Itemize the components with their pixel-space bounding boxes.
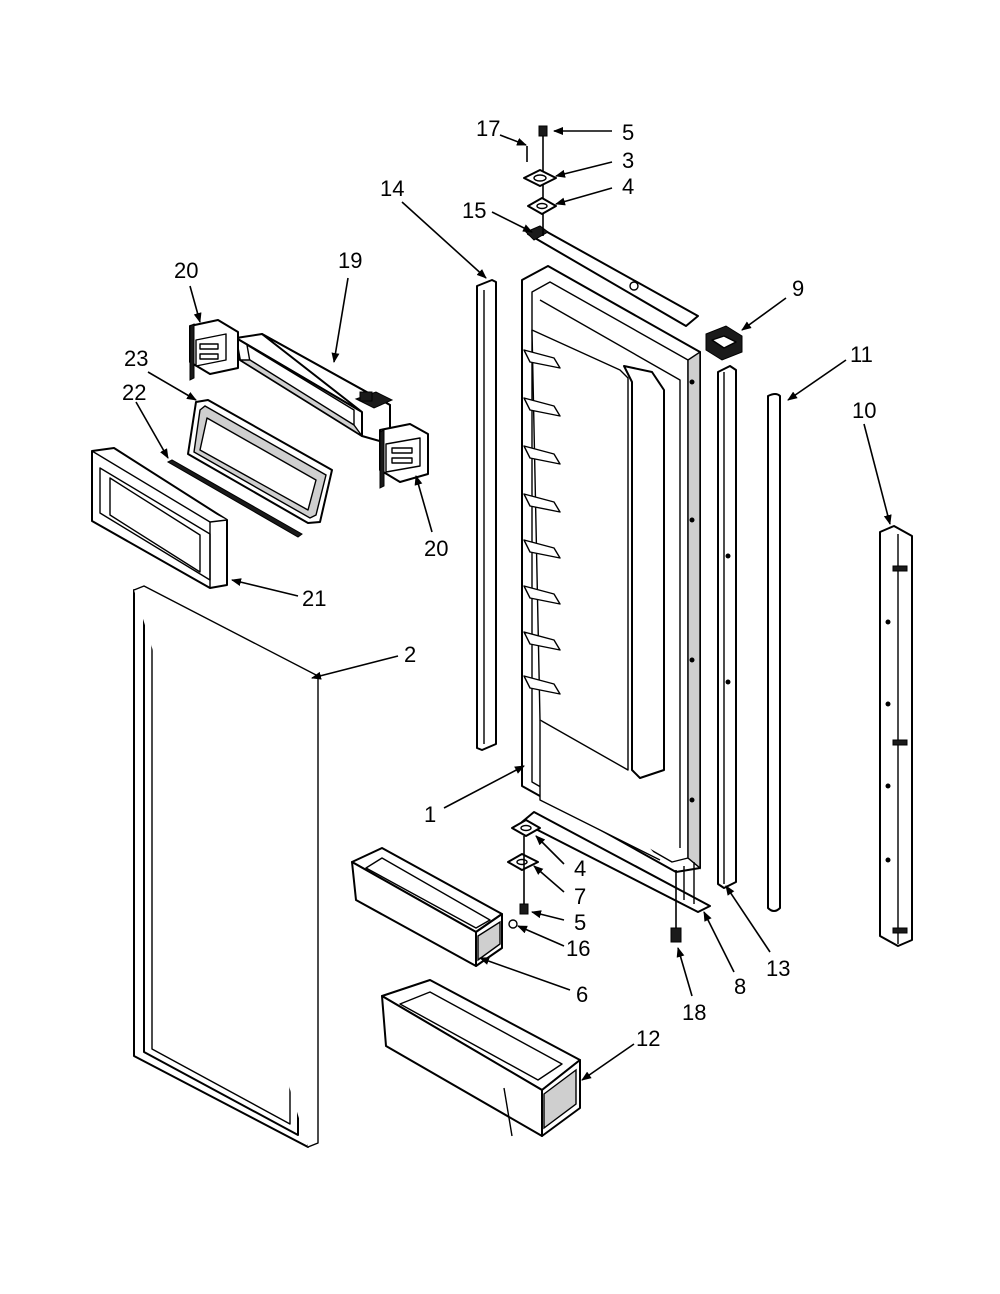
seal-strip-part-22	[166, 459, 303, 538]
frame-part-23	[187, 399, 333, 524]
label-4-top: 4	[622, 174, 634, 199]
top-hinge-hardware	[523, 125, 557, 236]
label-11: 11	[850, 342, 873, 367]
hinge-block-part-9	[705, 325, 743, 361]
label-10: 10	[852, 398, 876, 423]
shelf-ribs	[523, 349, 561, 695]
label-21: 21	[302, 586, 326, 611]
label-5-top: 5	[622, 120, 634, 145]
thin-rod-part-11	[767, 393, 781, 912]
door-liner-part-1	[521, 265, 701, 873]
label-2: 2	[404, 642, 416, 667]
dispenser-face-part-21	[91, 447, 228, 589]
label-19: 19	[338, 248, 362, 273]
label-6: 6	[576, 982, 588, 1007]
label-5-bottom: 5	[574, 910, 586, 935]
bracket-part-20-upper	[189, 319, 239, 381]
label-20-lower: 20	[424, 536, 448, 561]
label-17: 17	[476, 116, 500, 141]
door-bin-part-6	[351, 847, 503, 967]
screw-part-18	[670, 870, 682, 943]
door-gasket-part-2	[133, 585, 319, 1148]
door-bin-part-12	[381, 979, 581, 1137]
label-4-bottom: 4	[574, 856, 586, 881]
label-16: 16	[566, 936, 590, 961]
label-20-upper: 20	[174, 258, 198, 283]
bottom-hinge-hardware	[507, 819, 541, 929]
label-8: 8	[734, 974, 746, 999]
label-7: 7	[574, 884, 586, 909]
label-12: 12	[636, 1026, 660, 1051]
leader-lines	[135, 127, 892, 1081]
vertical-bar-part-13	[717, 365, 737, 889]
label-18: 18	[682, 1000, 706, 1025]
label-14: 14	[380, 176, 404, 201]
label-9: 9	[792, 276, 804, 301]
dispenser-housing-part-19	[235, 333, 394, 445]
mounting-rail-part-10	[879, 525, 913, 947]
label-23: 23	[124, 346, 148, 371]
label-22: 22	[122, 380, 146, 405]
label-15: 15	[462, 198, 486, 223]
part-labels: 17 5 3 4 15 14 19 20 23 22 20 21 2 1 9 1…	[122, 116, 876, 1051]
label-13: 13	[766, 956, 790, 981]
bottom-plate-part-8	[521, 811, 711, 913]
trim-strip-part-14	[476, 279, 497, 751]
label-3: 3	[622, 148, 634, 173]
bracket-part-20-lower	[379, 423, 429, 489]
label-1: 1	[424, 802, 436, 827]
